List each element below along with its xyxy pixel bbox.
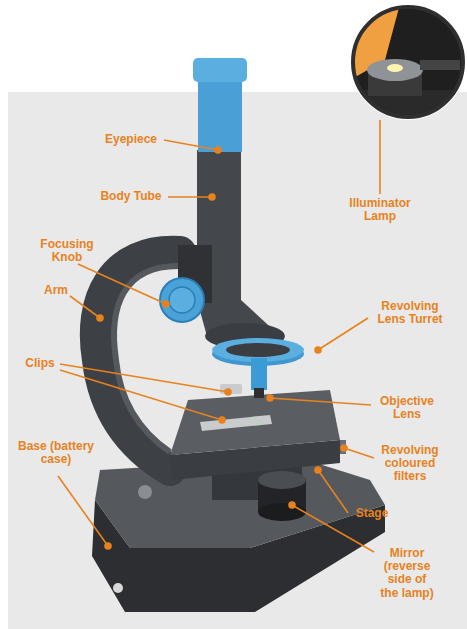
part-label: Focusing Knob bbox=[32, 238, 102, 264]
leader-lines bbox=[58, 120, 380, 552]
part-label: Illuminator Lamp bbox=[340, 197, 420, 223]
part-label: Arm bbox=[40, 284, 72, 297]
part-label: Clips bbox=[20, 357, 60, 370]
part-label: Stage bbox=[350, 507, 394, 520]
part-label: Base (battery case) bbox=[8, 440, 104, 466]
part-label: Mirror (reverse side of the lamp) bbox=[378, 547, 436, 600]
part-label: Revolving Lens Turret bbox=[370, 300, 450, 326]
focusing-knob bbox=[160, 245, 212, 322]
background-panel bbox=[8, 92, 467, 629]
objective-lens bbox=[251, 358, 267, 398]
part-label: Body Tube bbox=[96, 190, 166, 203]
part-label: Objective Lens bbox=[372, 395, 442, 421]
part-label: Eyepiece bbox=[100, 133, 162, 146]
part-label: Revolving coloured filters bbox=[376, 444, 444, 484]
eyepiece bbox=[193, 58, 247, 152]
stage bbox=[170, 390, 346, 480]
clips bbox=[200, 384, 272, 431]
lamp-inset bbox=[350, 4, 467, 124]
